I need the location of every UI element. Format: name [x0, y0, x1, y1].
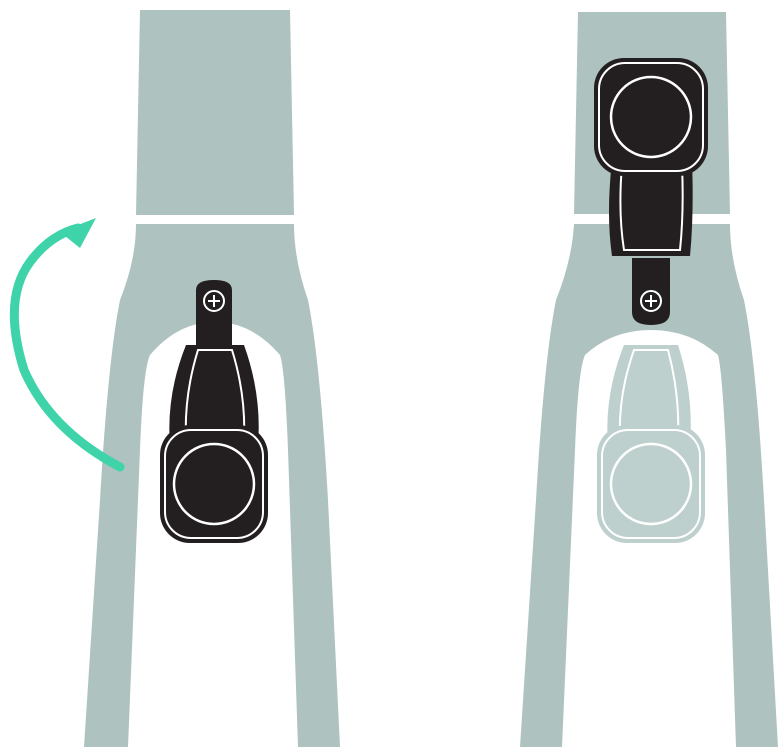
screw-tab	[632, 258, 670, 325]
rotate-arrow-icon	[9, 218, 125, 472]
panel-after	[520, 12, 778, 747]
crown-seam	[133, 216, 297, 222]
fork-crown	[84, 224, 340, 747]
head-tube	[136, 10, 294, 215]
light-mount-icon	[160, 345, 268, 543]
fork-crown	[520, 224, 778, 747]
ghost-light-mount	[597, 345, 705, 543]
panel-before	[9, 10, 340, 747]
light-mount-icon	[594, 58, 708, 256]
screw-tab	[196, 280, 232, 345]
